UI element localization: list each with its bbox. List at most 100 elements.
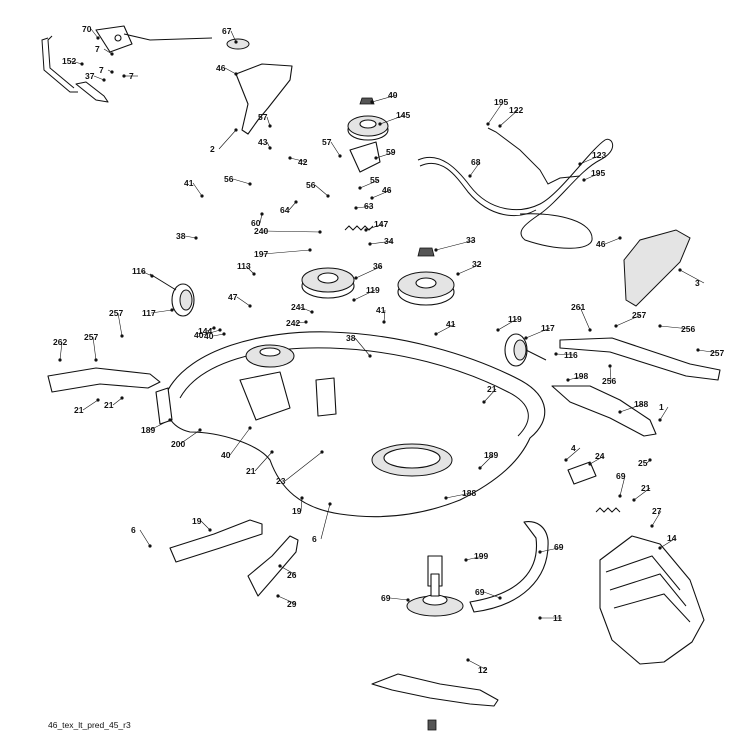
leader-end-dot <box>170 308 174 312</box>
leader-end-dot <box>94 358 98 362</box>
callout-number: 60 <box>251 218 261 228</box>
leader-line <box>465 555 484 561</box>
leader-end-dot <box>122 74 126 78</box>
leader-end-dot <box>618 410 622 414</box>
callout-63: 63 <box>354 201 374 211</box>
leader-end-dot <box>80 62 84 66</box>
callout-46: 46 <box>370 185 392 200</box>
leader-line <box>284 451 323 482</box>
callout-41: 41 <box>434 319 456 336</box>
callout-number: 46 <box>596 239 606 249</box>
callout-number: 117 <box>142 308 156 318</box>
callout-number: 256 <box>602 376 616 386</box>
callout-number: 23 <box>276 476 286 486</box>
leader-line <box>262 249 311 255</box>
leader-end-dot <box>678 268 682 272</box>
callout-257: 257 <box>614 310 646 328</box>
leader-line <box>92 336 97 361</box>
leader-line <box>359 179 380 189</box>
callout-6: 6 <box>131 525 152 548</box>
leader-line <box>579 154 602 165</box>
leader-line <box>299 306 313 313</box>
leader-end-dot <box>148 544 152 548</box>
callout-256: 256 <box>658 324 695 334</box>
callout-number: 29 <box>287 599 297 609</box>
bracket-23 <box>567 461 597 485</box>
deck-housing-part-1 <box>155 331 546 518</box>
leader-line <box>497 318 518 331</box>
callout-147: 147 <box>364 219 388 232</box>
leader-line <box>139 529 151 547</box>
callout-7: 7 <box>99 65 114 75</box>
leader-line <box>149 419 171 431</box>
callout-number: 3 <box>695 278 700 288</box>
leader-line <box>435 323 456 335</box>
leader-line <box>218 129 237 150</box>
callout-47: 47 <box>228 292 252 308</box>
callout-261: 261 <box>571 302 592 332</box>
leader-line <box>93 75 105 81</box>
callout-59: 59 <box>374 147 396 160</box>
callout-11: 11 <box>538 613 562 623</box>
callout-7: 7 <box>95 44 114 56</box>
leader-line <box>555 353 574 356</box>
leader-line <box>192 182 203 197</box>
callout-6: 6 <box>312 502 332 544</box>
callout-number: 21 <box>246 466 256 476</box>
callout-number: 195 <box>494 97 508 107</box>
callout-number: 241 <box>291 302 305 312</box>
leader-end-dot <box>96 36 100 40</box>
callout-4: 4 <box>564 443 581 462</box>
callout-number: 19 <box>192 516 202 526</box>
leader-end-dot <box>554 352 558 356</box>
lift-linkage-rod <box>41 25 250 103</box>
callout-198: 198 <box>566 371 588 382</box>
leader-line <box>369 240 394 245</box>
callout-number: 7 <box>95 44 100 54</box>
callout-41: 41 <box>376 305 386 324</box>
leader-line <box>483 591 501 599</box>
leader-end-dot <box>658 546 662 550</box>
callout-242: 242 <box>286 318 308 328</box>
leader-line <box>314 184 329 197</box>
callout-number: 197 <box>254 249 268 259</box>
leader-line <box>651 510 662 527</box>
callout-40: 40 <box>221 426 252 460</box>
callout-21: 21 <box>104 396 124 410</box>
callout-number: 68 <box>471 157 481 167</box>
leader-line <box>230 30 237 43</box>
callout-12: 12 <box>466 658 488 675</box>
leader-end-dot <box>658 418 662 422</box>
callout-number: 32 <box>472 259 482 269</box>
callout-46: 46 <box>596 236 622 249</box>
leader-line <box>679 269 705 284</box>
leader-end-dot <box>352 298 356 302</box>
leader-end-dot <box>538 616 542 620</box>
callout-number: 21 <box>641 483 651 493</box>
leader-end-dot <box>270 450 274 454</box>
callout-14: 14 <box>658 533 677 550</box>
callout-number: 257 <box>84 332 98 342</box>
callout-number: 117 <box>541 323 555 333</box>
leader-end-dot <box>486 122 490 126</box>
leader-end-dot <box>434 332 438 336</box>
callout-number: 46 <box>216 63 226 73</box>
callout-37: 37 <box>85 71 106 82</box>
leader-end-dot <box>268 146 272 150</box>
callout-2: 2 <box>210 128 238 154</box>
callout-257: 257 <box>84 332 98 362</box>
callout-number: 63 <box>364 201 374 211</box>
leader-line <box>59 341 63 361</box>
callout-21: 21 <box>632 483 651 502</box>
callout-152: 152 <box>62 56 84 66</box>
callout-number: 199 <box>474 551 488 561</box>
leader-line <box>224 67 237 75</box>
callout-122: 122 <box>498 105 523 128</box>
leader-end-dot <box>498 596 502 600</box>
callout-23: 23 <box>276 450 324 486</box>
leader-end-dot <box>248 182 252 186</box>
callout-number: 67 <box>222 26 232 36</box>
leader-line <box>697 349 720 354</box>
leader-line <box>609 365 612 382</box>
